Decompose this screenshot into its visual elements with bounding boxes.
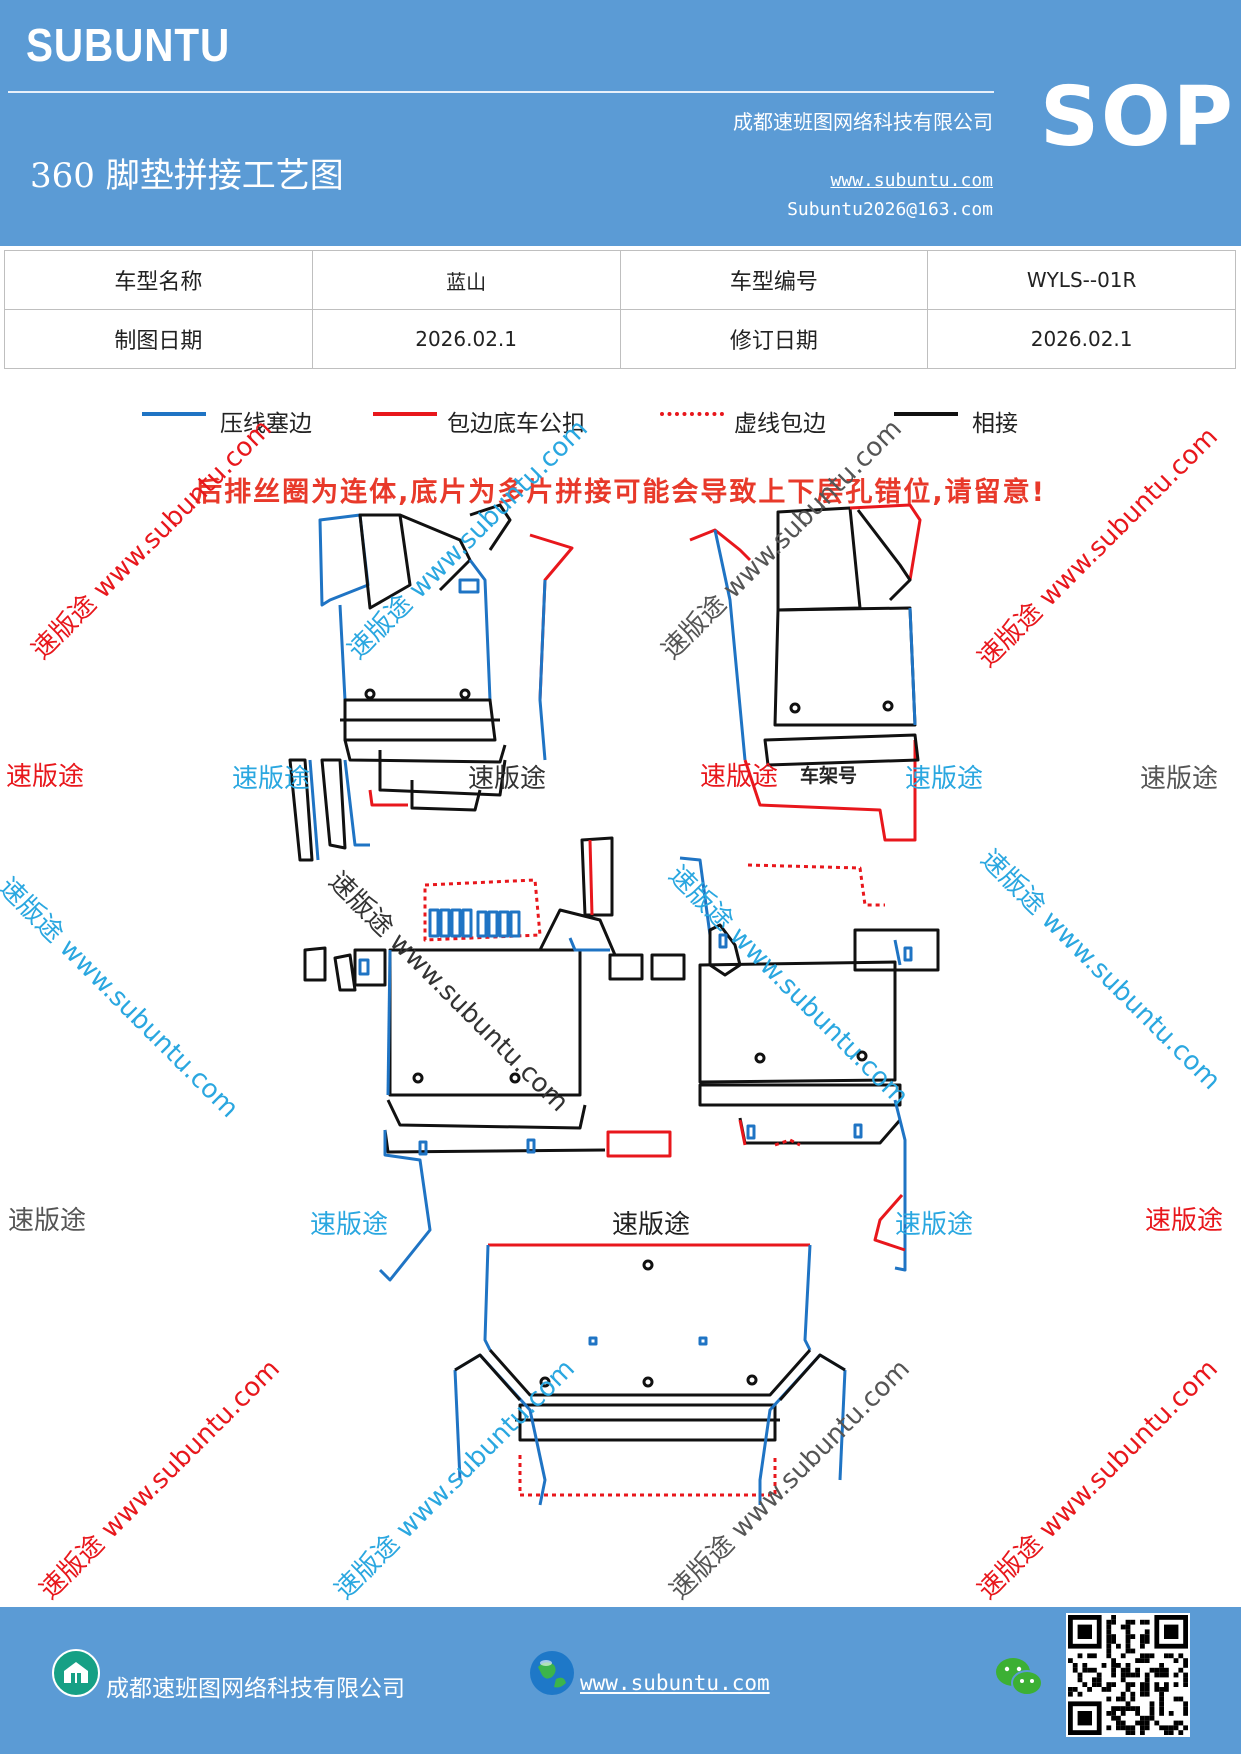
email-address: Subuntu2026@163.com	[787, 199, 993, 220]
qr-code-pattern	[1068, 1615, 1188, 1735]
watermark-brand: 速版途	[1140, 764, 1219, 794]
watermark-brand: 速版途	[700, 762, 779, 792]
table-row: 车型名称 蓝山 车型编号 WYLS--01R	[4, 250, 1236, 310]
model-code-value: WYLS--01R	[927, 250, 1236, 310]
website-link[interactable]: www.subuntu.com	[830, 170, 993, 191]
frame-number-label: 车架号	[800, 764, 857, 787]
mat-piece-trunk	[453, 1243, 847, 1506]
vehicle-info-table: 车型名称 蓝山 车型编号 WYLS--01R 制图日期 2026.02.1 修订…	[4, 250, 1236, 369]
legend-label: 压线塞边	[220, 411, 312, 437]
model-name-label: 车型名称	[4, 250, 313, 310]
header-divider	[8, 91, 994, 93]
company-icon	[52, 1649, 100, 1697]
legend-swatch	[373, 412, 437, 416]
brand-logo: SUBUNTU	[26, 19, 231, 71]
watermark-brand: 速版途	[905, 764, 984, 794]
watermark-brand: 速版途	[895, 1210, 974, 1240]
qr-code	[1066, 1613, 1190, 1737]
footer-banner: 成都速班图网络科技有限公司 www.subuntu.com	[0, 1607, 1241, 1754]
wechat-icon[interactable]	[994, 1655, 1044, 1699]
legend-swatch	[142, 412, 206, 416]
watermark-brand: 速版途	[1145, 1206, 1224, 1236]
watermark-brand: 速版途	[8, 1206, 87, 1236]
legend: 压线塞边 包边底车公扣 虚线包边 相接	[0, 400, 1241, 440]
mat-piece-front-left	[288, 503, 574, 862]
legend-label: 包边底车公扣	[447, 411, 585, 437]
page-title: 360 脚垫拼接工艺图	[30, 156, 344, 196]
legend-swatch	[660, 412, 724, 416]
legend-label: 虚线包边	[734, 411, 826, 437]
watermark-brand: 速版途	[612, 1210, 691, 1240]
watermark-brand: 速版途	[232, 764, 311, 794]
header-banner: SUBUNTU SOP 成都速班图网络科技有限公司 360 脚垫拼接工艺图 ww…	[0, 0, 1241, 246]
table-row: 制图日期 2026.02.1 修订日期 2026.02.1	[4, 309, 1236, 369]
model-code-label: 车型编号	[619, 250, 929, 310]
globe-icon	[530, 1651, 574, 1695]
mat-piece-rear-right	[679, 856, 940, 1272]
watermark-brand: 速版途	[6, 762, 85, 792]
sop-label: SOP	[1040, 70, 1235, 165]
revise-date-value: 2026.02.1	[927, 309, 1236, 369]
legend-swatch	[894, 412, 958, 416]
watermark-brand: 速版途	[310, 1210, 389, 1240]
model-name-value: 蓝山	[311, 250, 621, 310]
warning-notice: 后排丝圈为连体,底片为多片拼接可能会导致上下层孔错位,请留意!	[195, 477, 1046, 508]
watermark-brand: 速版途	[468, 764, 547, 794]
draw-date-value: 2026.02.1	[311, 309, 621, 369]
mat-piece-front-right	[689, 503, 922, 842]
footer-website-link[interactable]: www.subuntu.com	[580, 1671, 770, 1695]
draw-date-label: 制图日期	[4, 309, 313, 369]
company-name: 成都速班图网络科技有限公司	[733, 110, 993, 134]
footer-company-name: 成都速班图网络科技有限公司	[106, 1676, 405, 1702]
legend-label: 相接	[972, 411, 1018, 437]
revise-date-label: 修订日期	[619, 309, 929, 369]
mat-piece-rear-left	[303, 836, 686, 1282]
